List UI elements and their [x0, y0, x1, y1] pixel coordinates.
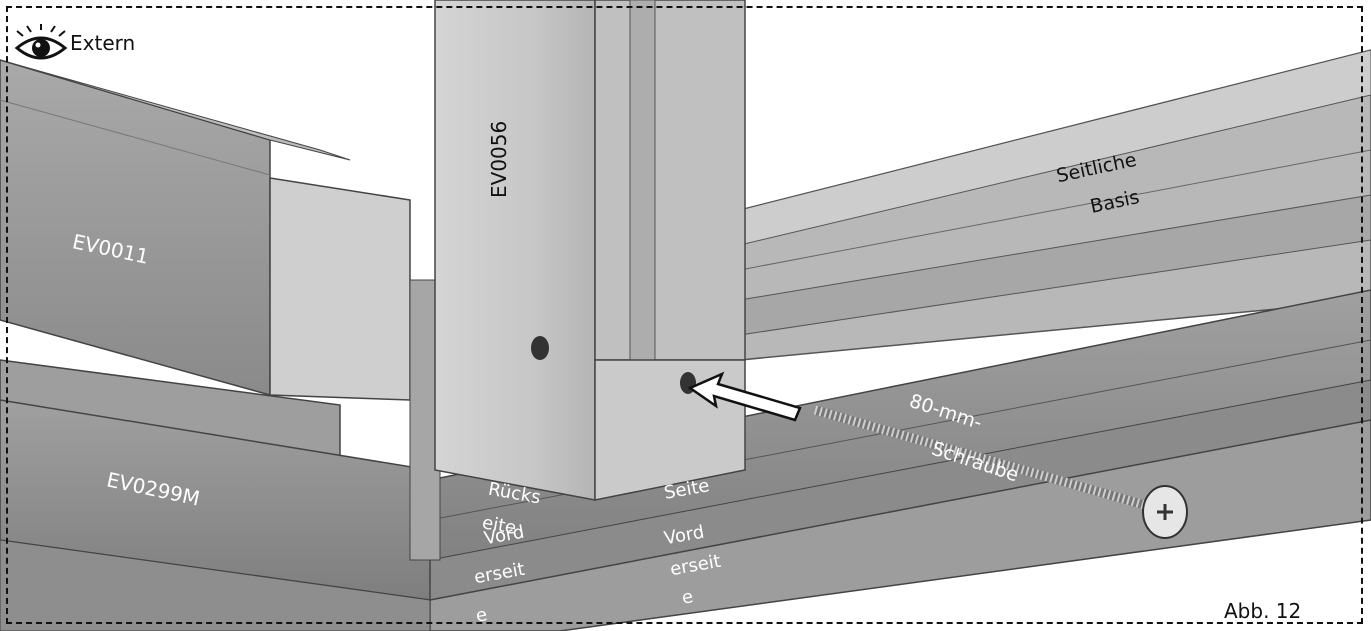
view-label: Extern: [70, 31, 136, 55]
right-bottom-rail: [429, 289, 1371, 631]
view-badge: Extern: [14, 24, 135, 62]
figure-label: Abb. 12: [1224, 599, 1302, 623]
eye-icon: [14, 24, 68, 60]
label-post: EV0056: [487, 120, 511, 198]
insert-arrow: [687, 371, 802, 422]
post: [434, 0, 746, 501]
left-beam: [0, 59, 411, 461]
left-bottom-rail: [0, 279, 441, 631]
side-base-beam: [739, 49, 1371, 361]
screw: [813, 405, 1188, 539]
